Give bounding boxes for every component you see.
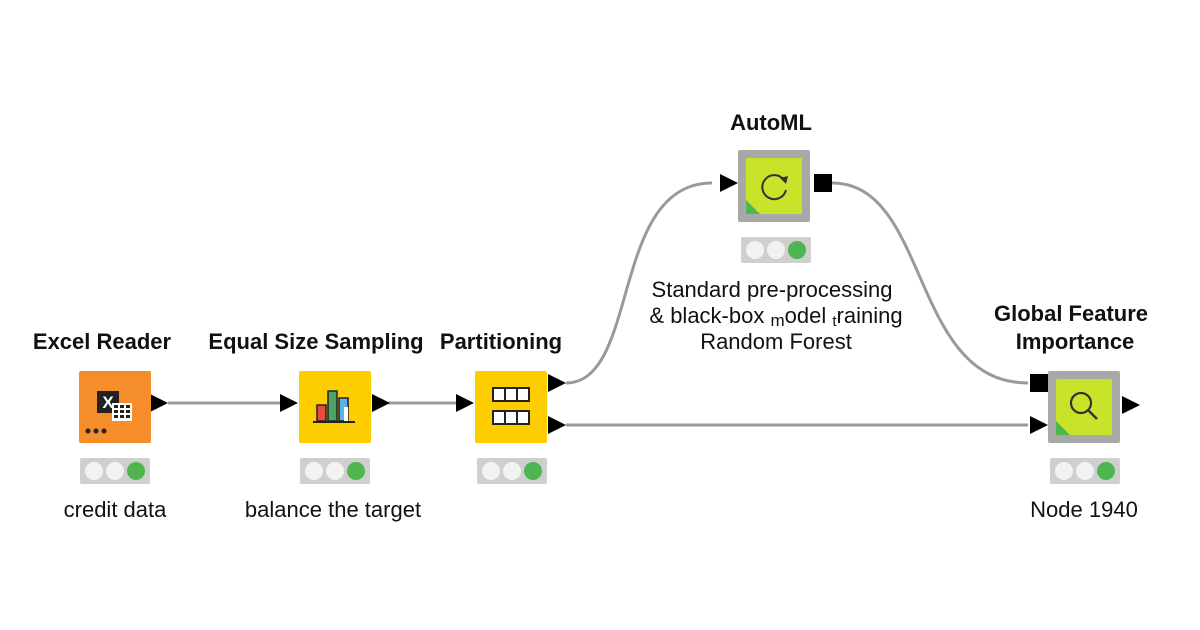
connections <box>168 181 1029 427</box>
automl-output-port[interactable] <box>814 174 832 192</box>
connection-automl-to-gfi-model[interactable] <box>831 181 1029 385</box>
excel-file-icon: X <box>85 391 132 434</box>
status-light-1 <box>85 462 103 480</box>
loop-arrow-icon <box>746 174 788 214</box>
svg-text:X: X <box>102 393 114 412</box>
partitioning-status <box>477 458 547 484</box>
automl-annotation-line-2: & black-box model training <box>649 303 902 335</box>
status-light-1 <box>746 241 764 259</box>
annotation-text: & black-box <box>649 303 771 328</box>
table-split-icon <box>492 387 530 425</box>
bar-chart-icon <box>313 390 355 423</box>
automl-title: AutoML <box>730 110 812 135</box>
status-light-3 <box>1097 462 1115 480</box>
excel-reader-label: credit data <box>63 497 167 522</box>
automl-input-port[interactable] <box>720 174 738 192</box>
sampling-input-port[interactable] <box>280 394 298 412</box>
automl-node[interactable] <box>738 150 810 222</box>
excel-reader-node[interactable]: X <box>79 371 151 443</box>
ports <box>150 174 1140 434</box>
partitioning-output-port-top[interactable] <box>548 374 566 392</box>
automl-status <box>741 237 811 263</box>
automl-annotation-line-1: Standard pre-processing <box>651 277 893 302</box>
excel-reader-title: Excel Reader <box>32 329 172 354</box>
gfi-title-line-2: Importance <box>1015 329 1135 354</box>
gfi-model-input-port[interactable] <box>1030 374 1048 392</box>
sampling-output-port[interactable] <box>372 394 390 412</box>
connection-partitioning-to-automl[interactable] <box>565 181 713 385</box>
status-light-1 <box>1055 462 1073 480</box>
automl-annotation-line-3: Random Forest <box>700 329 852 354</box>
status-light-2 <box>326 462 344 480</box>
equal-size-sampling-label: balance the target <box>244 497 422 522</box>
equal-size-sampling-node[interactable] <box>299 371 371 443</box>
gfi-label: Node 1940 <box>1030 497 1138 522</box>
equal-size-sampling-status <box>300 458 370 484</box>
excel-reader-output-port[interactable] <box>150 394 168 412</box>
excel-reader-status <box>80 458 150 484</box>
status-light-3 <box>788 241 806 259</box>
annotation-text: odel <box>784 303 833 328</box>
status-light-1 <box>482 462 500 480</box>
automl-component-body <box>746 158 802 214</box>
status-light-2 <box>1076 462 1094 480</box>
gfi-title-line-1: Global Feature <box>993 301 1149 326</box>
gfi-component-body <box>1056 379 1112 435</box>
gfi-data-input-port[interactable] <box>1030 416 1048 434</box>
gfi-status <box>1050 458 1120 484</box>
annotation-text: raining <box>836 303 903 328</box>
partitioning-output-port-bottom[interactable] <box>548 416 566 434</box>
status-light-1 <box>305 462 323 480</box>
status-light-2 <box>106 462 124 480</box>
partitioning-node[interactable] <box>475 371 547 443</box>
status-light-3 <box>347 462 365 480</box>
magnifier-icon <box>1056 391 1098 435</box>
annotation-small-m: m <box>770 311 785 330</box>
status-light-3 <box>127 462 145 480</box>
status-light-2 <box>767 241 785 259</box>
gfi-node[interactable] <box>1048 371 1120 443</box>
gfi-output-port[interactable] <box>1122 396 1140 414</box>
partitioning-input-port[interactable] <box>456 394 474 412</box>
status-light-3 <box>524 462 542 480</box>
equal-size-sampling-title: Equal Size Sampling <box>208 329 424 354</box>
status-light-2 <box>503 462 521 480</box>
annotation-small-t: t <box>832 313 837 330</box>
partitioning-title: Partitioning <box>439 329 563 354</box>
